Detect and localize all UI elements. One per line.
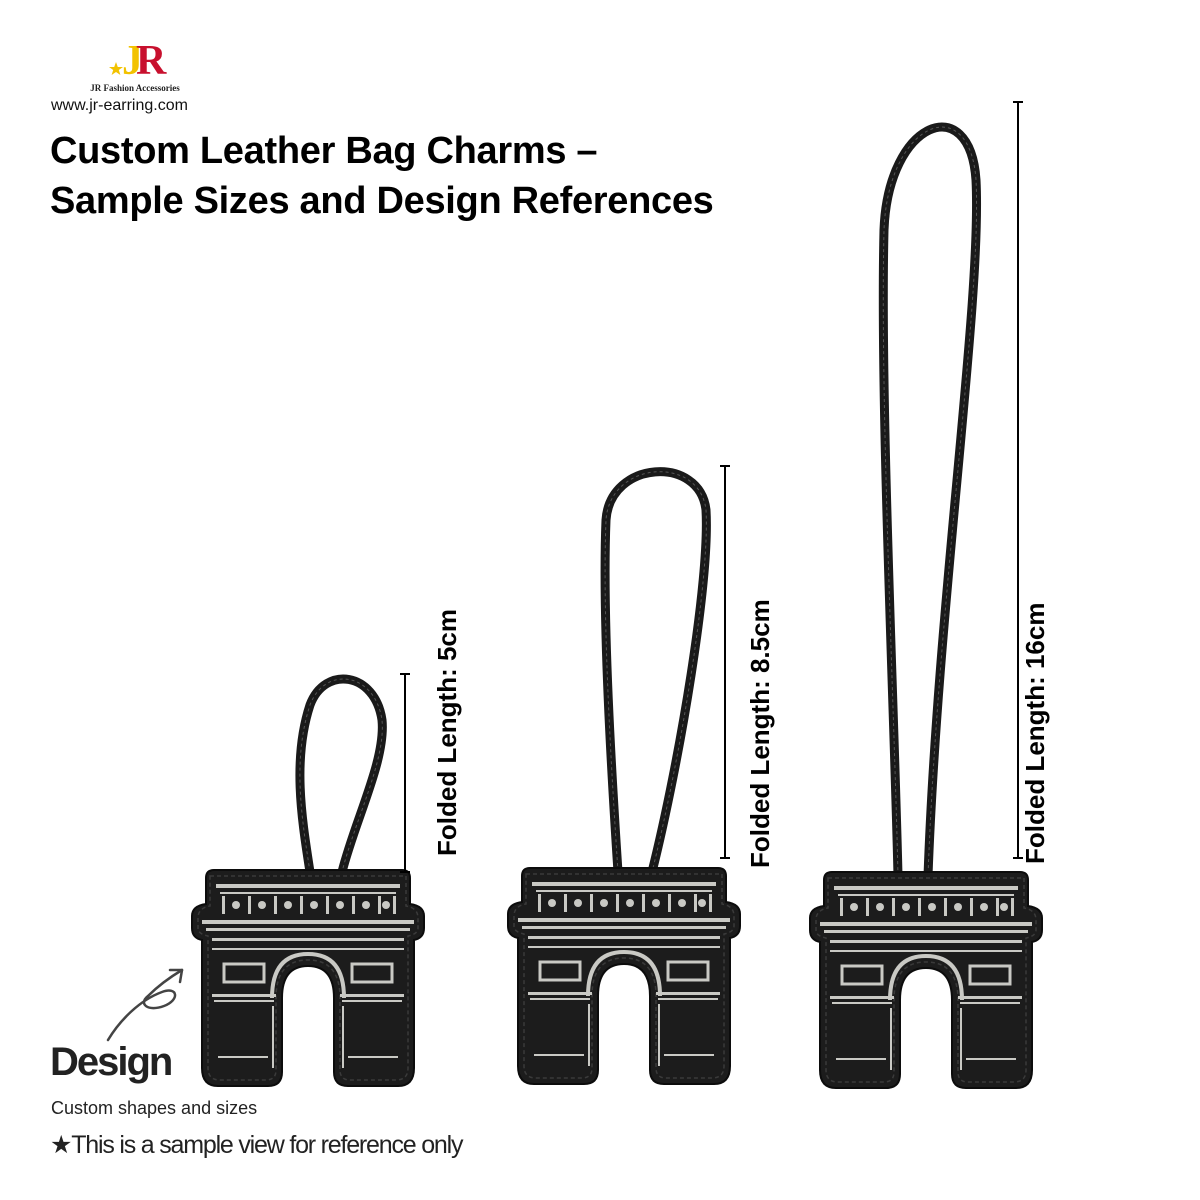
page-title: Custom Leather Bag Charms – Sample Sizes… <box>50 126 714 226</box>
star-icon: ★ <box>50 1131 72 1159</box>
charm-large-length-label: Folded Length: 16cm <box>1020 602 1050 864</box>
curved-arrow-icon <box>106 968 184 1042</box>
brand-logo: J R <box>109 38 167 82</box>
design-heading: Design <box>50 1040 173 1084</box>
charm-medium-length-label: Folded Length: 8.5cm <box>745 599 775 868</box>
website-link[interactable]: www.jr-earring.com <box>51 97 188 114</box>
charm-medium <box>506 467 742 1086</box>
design-subtitle: Custom shapes and sizes <box>51 1098 258 1118</box>
star-icon <box>109 62 123 75</box>
title-line-1: Custom Leather Bag Charms – <box>50 130 598 172</box>
charm-large-loop <box>878 122 982 881</box>
disclaimer: ★This is a sample view for reference onl… <box>50 1130 463 1160</box>
title-line-2: Sample Sizes and Design References <box>50 180 714 222</box>
measure-line-medium <box>720 465 730 859</box>
charm-large <box>808 122 1044 1090</box>
company-name: JR Fashion Accessories <box>90 83 180 93</box>
logo-letter-j: J <box>122 38 143 82</box>
measure-line-small <box>400 673 410 873</box>
disclaimer-text: This is a sample view for reference only <box>71 1131 463 1159</box>
charm-small-loop <box>295 674 387 877</box>
measure-line-large <box>1013 101 1023 859</box>
charm-small <box>190 674 426 1088</box>
logo-letter-r: R <box>136 38 167 82</box>
charm-small-length-label: Folded Length: 5cm <box>432 609 462 856</box>
